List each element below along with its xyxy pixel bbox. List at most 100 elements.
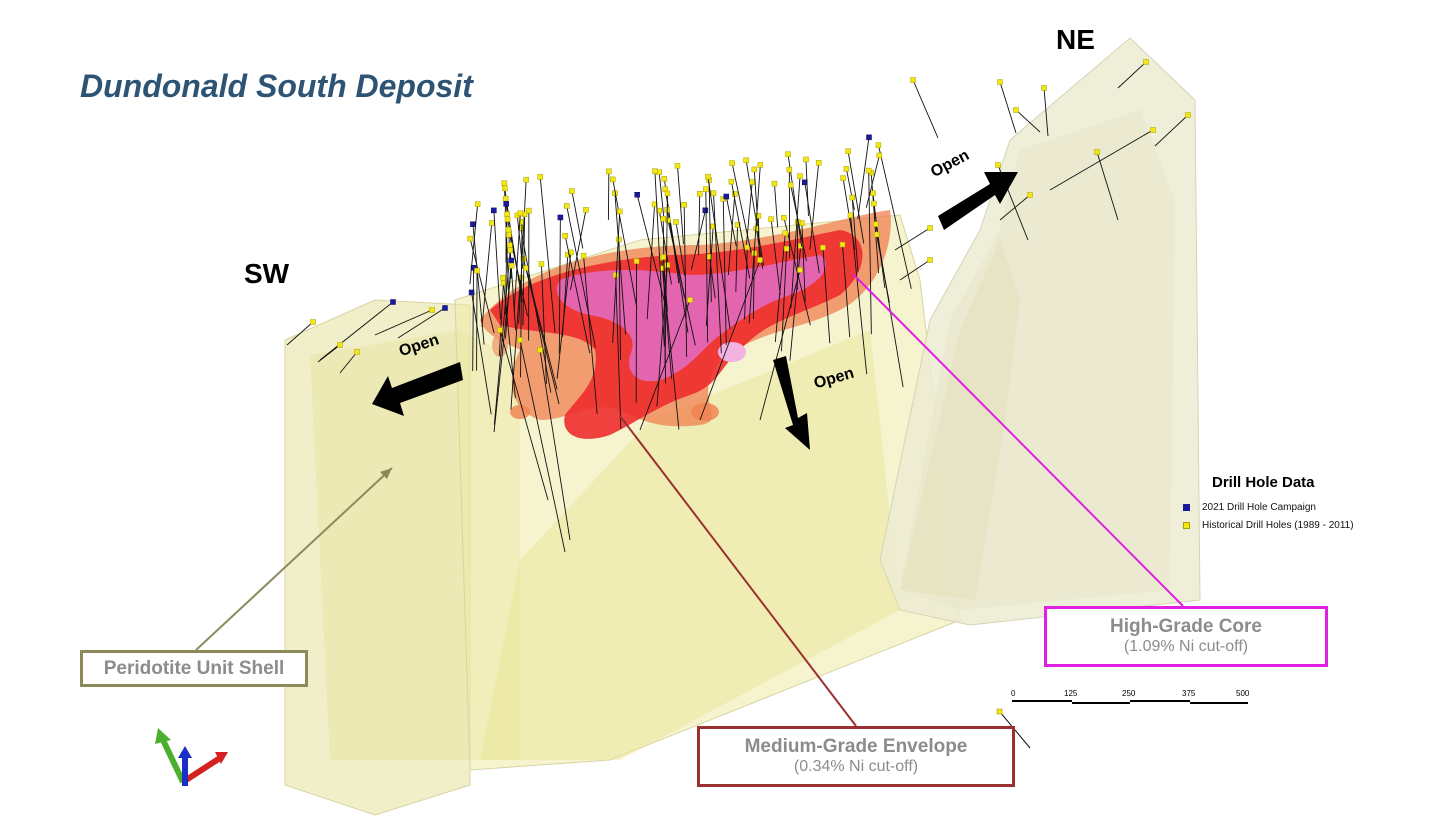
drill-collar-historical xyxy=(429,307,435,313)
drill-collar-historical xyxy=(1013,107,1019,113)
drill-collar-historical xyxy=(562,233,568,239)
drill-trace xyxy=(510,277,521,410)
drill-collar-historical xyxy=(785,151,791,157)
drill-trace xyxy=(469,238,495,334)
drill-trace xyxy=(493,210,501,320)
drill-collar-historical xyxy=(354,349,360,355)
drill-holes xyxy=(286,59,1191,553)
drill-trace xyxy=(564,235,591,354)
drill-trace xyxy=(865,155,880,208)
drill-collar-historical xyxy=(872,221,879,227)
drill-trace xyxy=(520,221,523,378)
drill-collar-historical xyxy=(500,274,506,281)
drill-collar-historical xyxy=(616,236,622,243)
drill-trace xyxy=(662,256,668,312)
drill-trace xyxy=(804,182,820,273)
drill-trace xyxy=(339,351,358,374)
leader-peridotite xyxy=(195,467,393,651)
drill-collar-historical xyxy=(1143,59,1149,65)
drill-trace xyxy=(805,159,809,216)
arrow-sw xyxy=(372,362,463,416)
leader-medium xyxy=(619,415,857,727)
drill-trace xyxy=(705,226,714,326)
drill-trace xyxy=(319,301,394,361)
drill-trace xyxy=(790,176,801,309)
legend-label-2021: 2021 Drill Hole Campaign xyxy=(1202,502,1316,513)
isolated-drill-collar xyxy=(996,708,1003,715)
drill-collar-2021 xyxy=(503,201,509,207)
drill-collar-historical xyxy=(664,190,671,197)
drill-collar-historical xyxy=(616,208,623,215)
scale-tick-0: 0 xyxy=(1011,689,1016,698)
callout-high-title: High-Grade Core xyxy=(1109,616,1263,637)
open-arrows xyxy=(372,172,1018,450)
drill-collar-historical xyxy=(757,162,764,168)
drill-collar-historical xyxy=(847,212,854,219)
drill-collar-historical xyxy=(520,255,527,262)
drill-collar-historical xyxy=(467,235,473,242)
drill-trace xyxy=(1154,114,1189,147)
orientation-axes xyxy=(155,728,228,786)
callout-medium-title: Medium-Grade Envelope xyxy=(744,736,968,757)
drill-trace xyxy=(899,259,931,281)
drill-trace xyxy=(759,269,801,421)
drill-collar-historical xyxy=(840,175,846,181)
drill-collar-historical xyxy=(681,202,687,208)
drill-collar-2021 xyxy=(442,305,448,311)
drill-trace xyxy=(748,164,761,324)
axis-red xyxy=(181,755,222,785)
drill-collar-2021 xyxy=(468,289,475,296)
scale-tick-125: 125 xyxy=(1064,689,1078,698)
callout-high-subtitle: (1.09% Ni cut-off) xyxy=(1123,638,1249,655)
callout-medium-grade: Medium-Grade Envelope (0.34% Ni cut-off) xyxy=(697,726,1015,787)
drill-trace xyxy=(789,245,802,361)
drill-trace xyxy=(912,79,939,139)
drill-collar-historical xyxy=(697,191,703,197)
drill-trace xyxy=(698,193,701,256)
drill-trace xyxy=(571,190,584,249)
drill-collar-historical xyxy=(526,207,532,214)
drill-collar-2021 xyxy=(557,214,564,221)
drill-collar-historical xyxy=(337,342,343,348)
drill-collar-historical xyxy=(506,232,512,238)
drill-collar-2021 xyxy=(866,134,872,141)
drill-collar-historical xyxy=(755,213,762,219)
drill-collar-historical xyxy=(749,179,755,185)
drill-collar-historical xyxy=(703,186,709,192)
drill-collar-historical xyxy=(1094,149,1100,155)
drill-trace xyxy=(583,255,598,414)
callout-peridotite-title: Peridotite Unit Shell xyxy=(103,658,285,679)
drill-trace xyxy=(744,247,748,320)
drill-trace xyxy=(847,151,865,244)
drill-trace xyxy=(722,198,727,345)
drill-collar-2021 xyxy=(491,207,497,214)
drill-trace xyxy=(857,137,870,220)
drill-trace xyxy=(481,222,493,327)
drill-trace xyxy=(636,194,667,307)
drill-collar-historical xyxy=(664,262,671,268)
drill-collar-historical xyxy=(505,226,512,233)
drill-collar-historical xyxy=(845,148,851,154)
axis-blue-head xyxy=(178,746,192,758)
drill-collar-historical xyxy=(474,201,481,207)
drill-trace xyxy=(730,181,751,279)
axis-red-head xyxy=(215,752,228,764)
drill-trace xyxy=(999,81,1017,134)
scale-tick-375: 375 xyxy=(1182,689,1196,698)
drill-trace xyxy=(690,210,706,270)
drill-collar-historical xyxy=(849,194,855,201)
drill-trace xyxy=(822,247,831,344)
drill-collar-historical xyxy=(1150,127,1156,133)
drill-trace xyxy=(667,220,696,346)
drill-collar-historical xyxy=(927,225,933,231)
page-title: Dundonald South Deposit xyxy=(80,68,473,104)
drill-trace xyxy=(493,265,513,433)
drill-collar-2021 xyxy=(508,257,514,264)
drill-trace xyxy=(612,211,621,343)
drill-collar-historical xyxy=(871,200,877,207)
drill-collar-historical xyxy=(538,261,545,267)
drill-trace xyxy=(539,349,571,541)
drill-trace xyxy=(540,263,547,384)
drill-collar-historical xyxy=(674,163,681,169)
